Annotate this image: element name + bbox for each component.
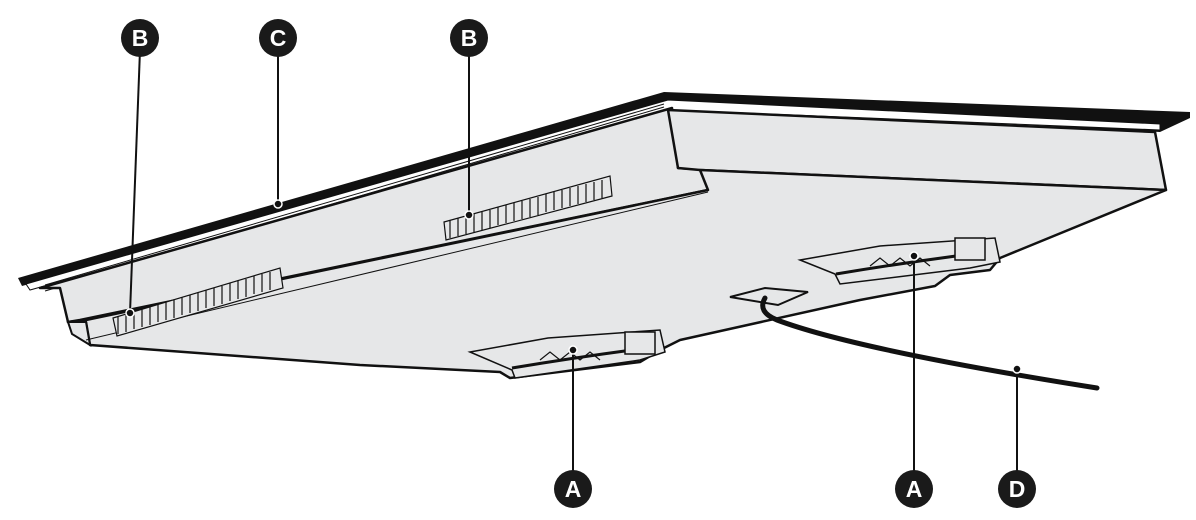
callout-label: D xyxy=(1009,476,1026,502)
callout-a-right: A xyxy=(895,470,933,508)
air-vent-left xyxy=(112,267,284,337)
callout-label: A xyxy=(565,476,582,502)
leader-dots xyxy=(125,199,1022,374)
callout-b-right: B xyxy=(450,19,488,57)
callout-b-left: B xyxy=(121,19,159,57)
callout-c-top: C xyxy=(259,19,297,57)
callout-label: C xyxy=(270,25,287,51)
power-cable xyxy=(729,286,1100,391)
callout-label: B xyxy=(461,25,478,51)
callout-a-left: A xyxy=(554,470,592,508)
cooling-fan-right xyxy=(797,237,1001,285)
air-vent-right xyxy=(443,175,613,241)
callout-d-cable: D xyxy=(998,470,1036,508)
cooling-fan-left xyxy=(467,329,666,379)
callout-label: B xyxy=(132,25,149,51)
callout-label: A xyxy=(906,476,923,502)
leader-lines xyxy=(129,49,1018,477)
